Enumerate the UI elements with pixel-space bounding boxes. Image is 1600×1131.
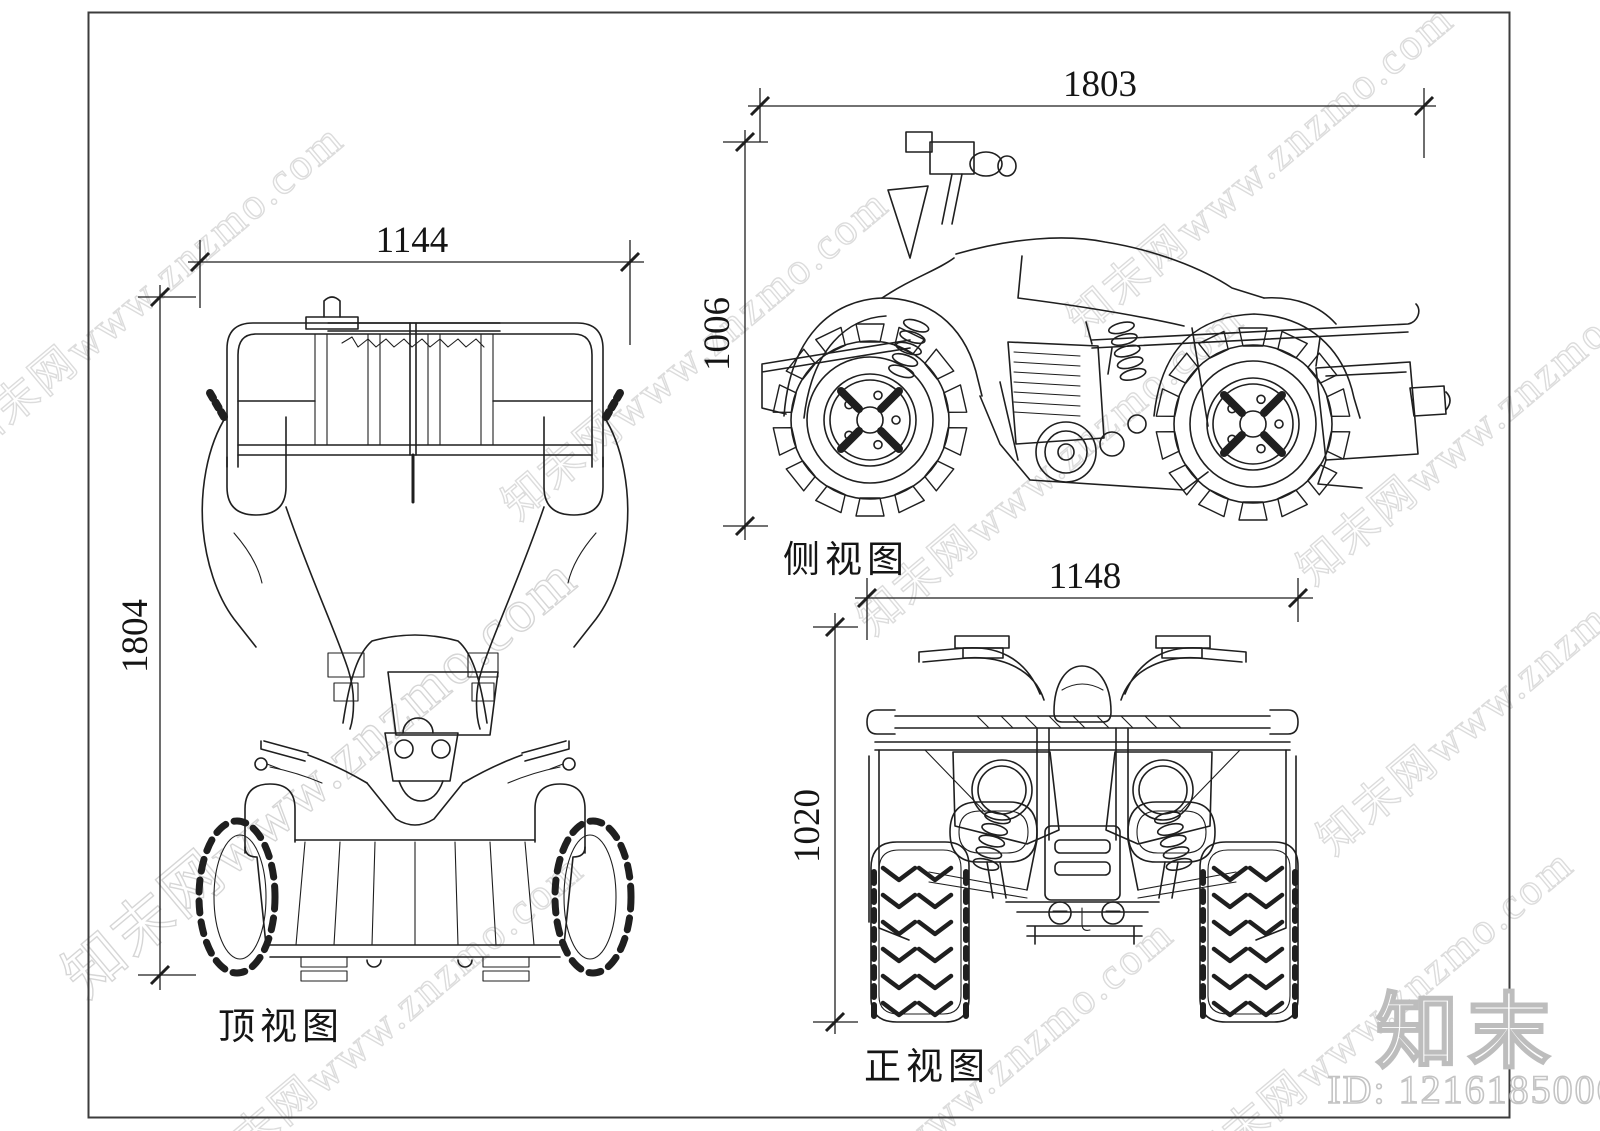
top-view-drawing bbox=[195, 296, 635, 982]
dimension-side-view-height: 1006 bbox=[697, 130, 768, 540]
side-view-drawing bbox=[761, 131, 1451, 520]
top-view-label: 顶视图 bbox=[218, 1007, 344, 1048]
front-view-label: 正视图 bbox=[864, 1047, 990, 1088]
dim-front-height-value: 1020 bbox=[787, 789, 828, 863]
watermark-text: 知末网www.znzmo.com bbox=[1058, 0, 1463, 344]
dim-front-width-value: 1148 bbox=[1049, 556, 1122, 597]
dimension-front-view-width: 1148 bbox=[855, 556, 1313, 640]
dim-top-width-value: 1144 bbox=[376, 220, 449, 261]
side-view-label: 侧视图 bbox=[783, 540, 909, 581]
dimension-top-view-width: 1144 bbox=[188, 220, 644, 345]
dimension-top-view-height: 1804 bbox=[115, 285, 196, 990]
dimension-front-view-height: 1020 bbox=[787, 613, 858, 1034]
dim-side-height-value: 1006 bbox=[697, 297, 738, 371]
watermark-text: 知末网www.znzmo.com bbox=[188, 843, 593, 1131]
brand-logo-text: 知末 bbox=[1376, 987, 1560, 1078]
dimension-side-view-width: 1803 bbox=[748, 64, 1436, 158]
brand-id-text: ID: 1216185006 bbox=[1327, 1067, 1600, 1112]
dim-top-height-value: 1804 bbox=[115, 599, 156, 673]
drawing-border bbox=[87, 11, 1511, 1119]
dim-side-width-value: 1803 bbox=[1063, 64, 1137, 105]
watermark-text: 知末网www.znzmo.com bbox=[0, 113, 353, 464]
front-view-drawing bbox=[866, 635, 1299, 1023]
watermark-text: 知末网www.znzmo.com bbox=[493, 178, 898, 529]
watermark-text: 知末网www.znzmo.com bbox=[1288, 243, 1600, 594]
brand-mark: 知末 ID: 1216185006 bbox=[1327, 986, 1600, 1113]
